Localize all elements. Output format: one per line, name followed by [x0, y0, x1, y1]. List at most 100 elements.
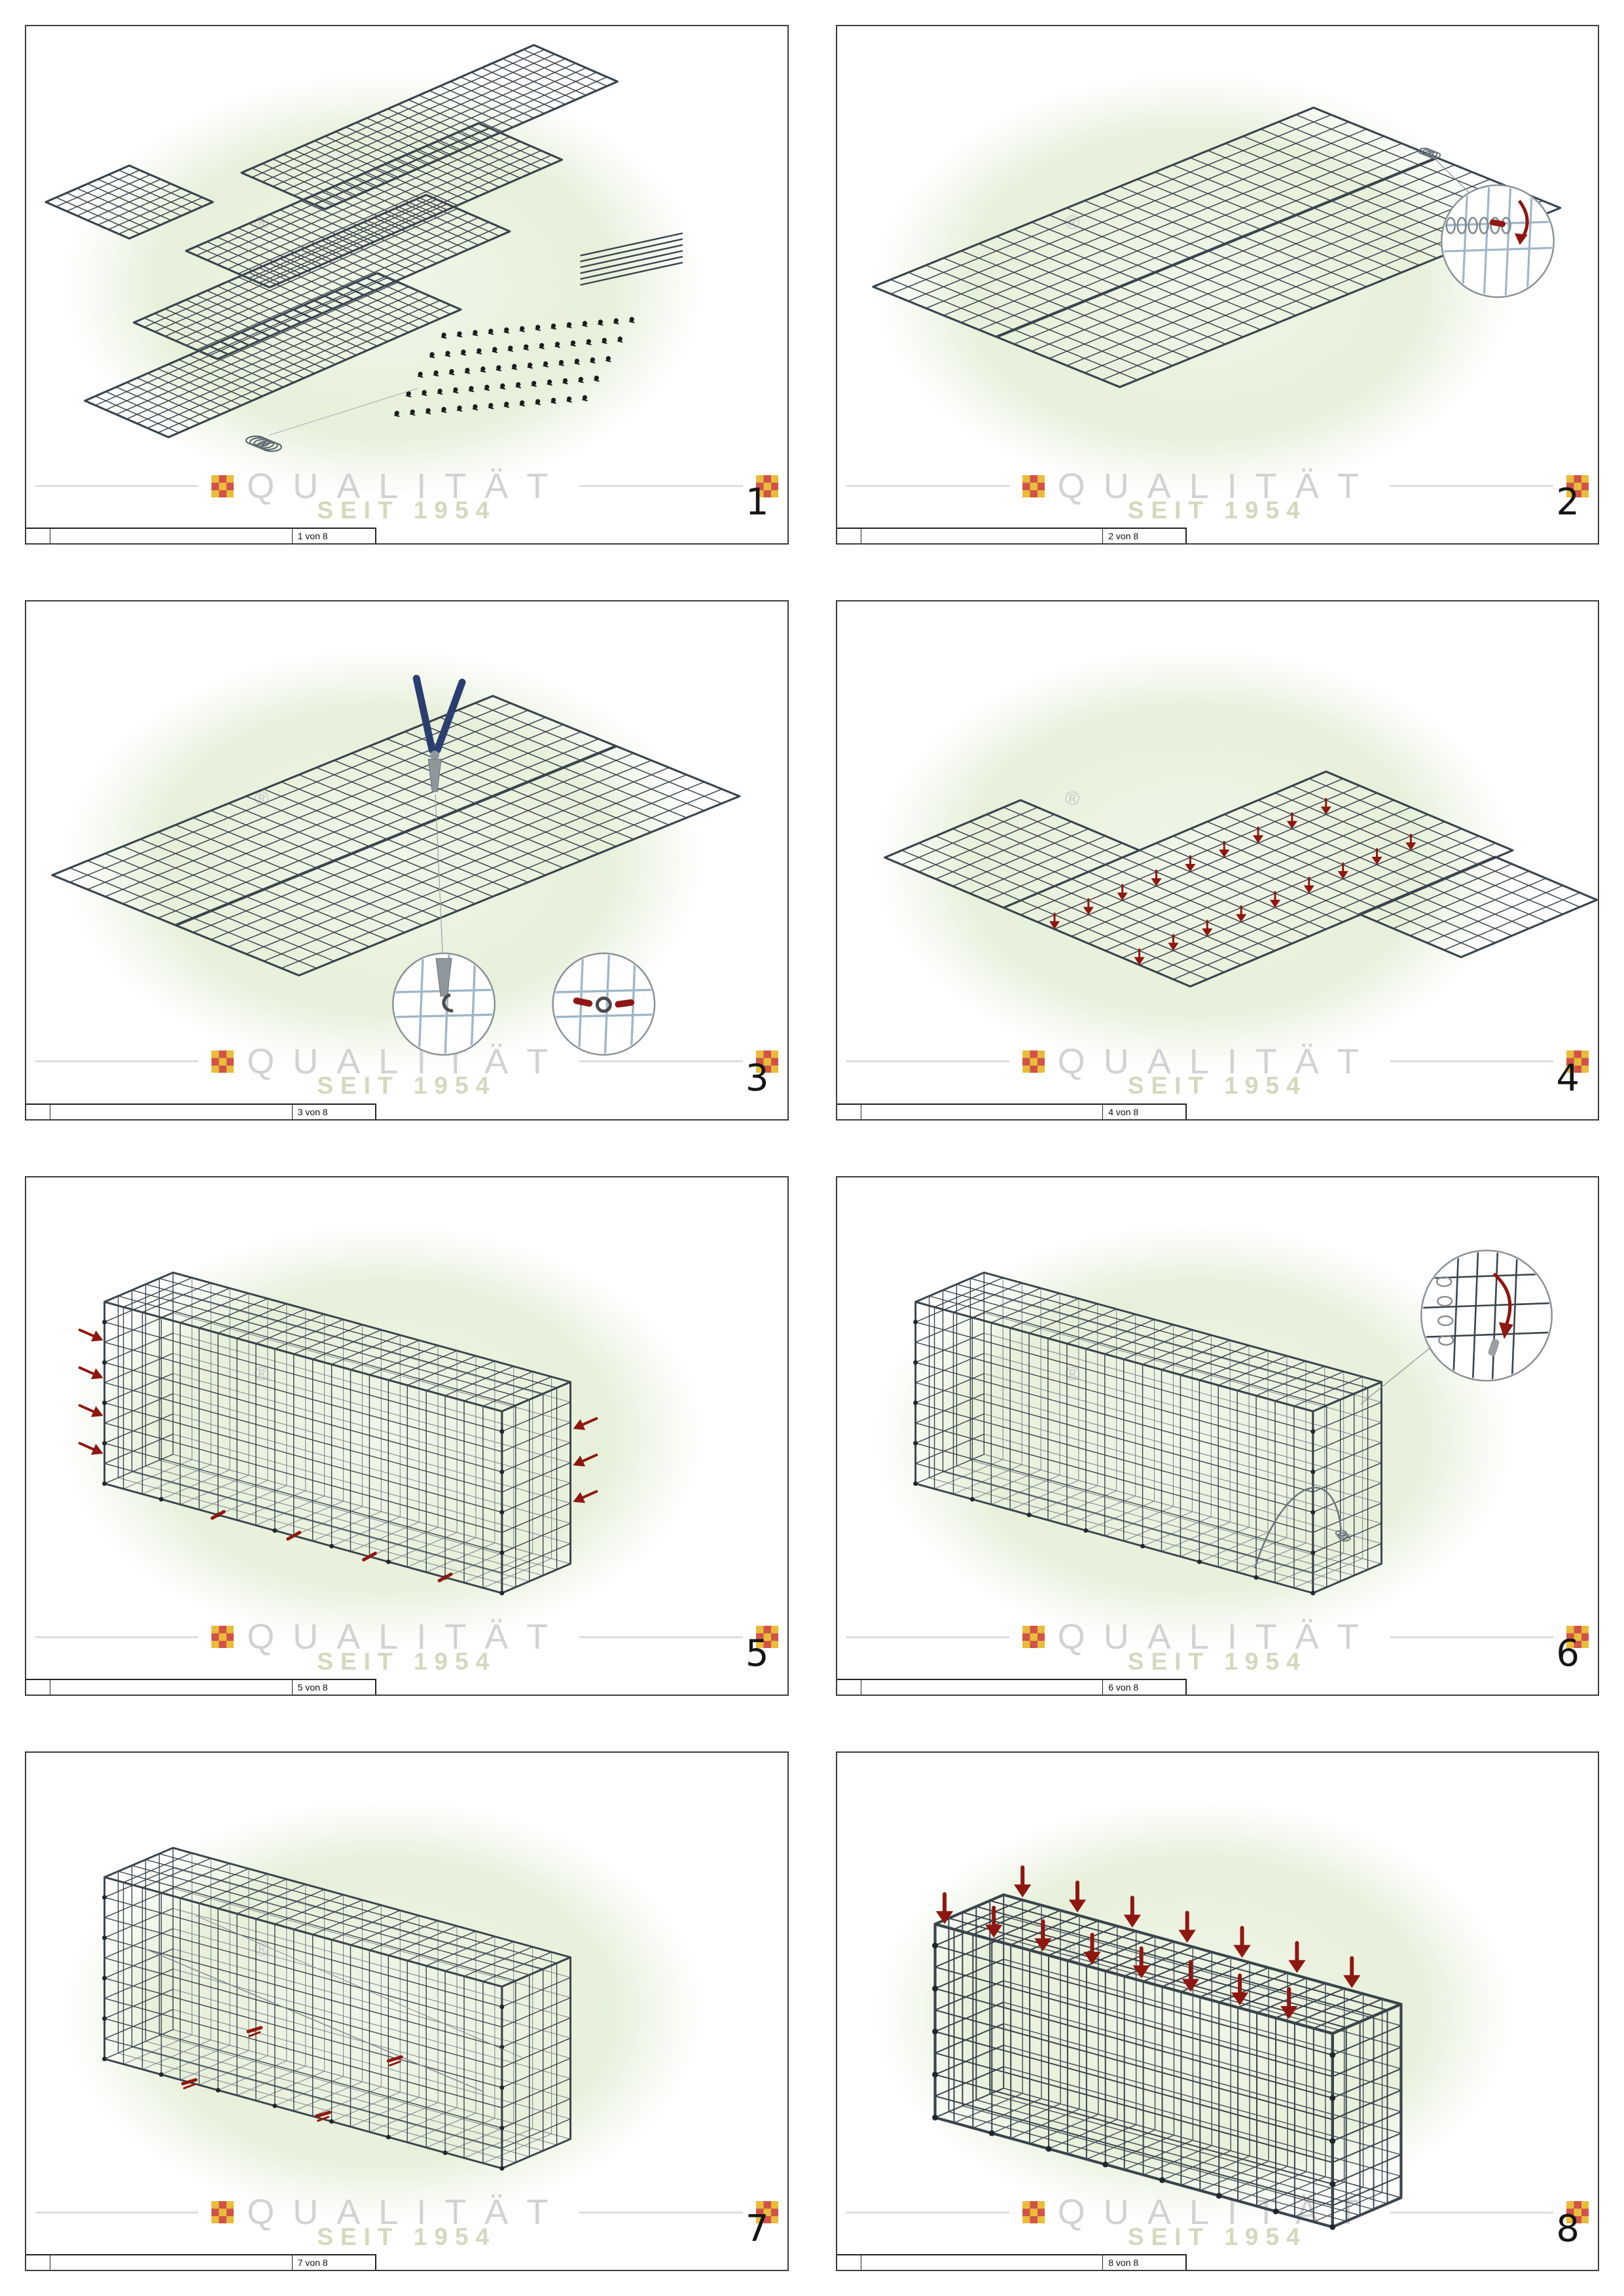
step-panel-3: ® QUALITÄT SEIT 1954 3 3 von 8 [25, 600, 789, 1121]
title-block: 5 von 8 [26, 1678, 376, 1695]
title-block: 3 von 8 [26, 1103, 376, 1119]
watermark-rule [579, 1636, 743, 1638]
watermark-seit-text: SEIT 1954 [1127, 1072, 1307, 1100]
watermark-rule [579, 1060, 743, 1063]
step-1-drawing [45, 44, 683, 452]
watermark-ellipse [64, 1223, 704, 1648]
step-number: 1 [745, 481, 769, 524]
title-block: 1 von 8 [26, 528, 376, 544]
watermark-rule [35, 1060, 199, 1063]
brand-checker-icon [1022, 2201, 1045, 2224]
registered-trademark-icon: ® [254, 1363, 269, 1385]
brand-checker-icon [1566, 475, 1589, 497]
step-panel-1: ® QUALITÄT SEIT 1954 1 1 von 8 [25, 25, 789, 545]
title-block: 8 von 8 [837, 2254, 1187, 2270]
title-block: 2 von 8 [837, 528, 1187, 544]
title-block-cell [26, 1679, 50, 1695]
title-block: 6 von 8 [837, 1678, 1187, 1695]
sheet-count-label: 2 von 8 [1108, 531, 1139, 542]
brand-checker-icon [755, 1050, 778, 1073]
registered-trademark-icon: ® [1065, 1363, 1080, 1385]
brand-checker-icon [755, 2201, 778, 2224]
watermark-seit-text: SEIT 1954 [1127, 1647, 1307, 1675]
step-6-drawing [912, 1249, 1553, 1595]
title-block: 4 von 8 [837, 1103, 1187, 1119]
watermark-qualitaet-text: QUALITÄT [1057, 1617, 1377, 1657]
brand-checker-icon [211, 475, 234, 497]
brand-checker-icon [755, 1626, 778, 1649]
step-number: 2 [1556, 481, 1579, 524]
watermark-qualitaet-text: QUALITÄT [247, 1617, 567, 1657]
brand-checker-icon [1566, 1626, 1589, 1649]
title-block-cell [26, 2255, 50, 2270]
watermark-quality-row: QUALITÄT [837, 1044, 1598, 1079]
step-number: 4 [1556, 1056, 1579, 1100]
watermark: ® QUALITÄT SEIT 1954 [837, 1177, 1598, 1695]
watermark-rule [1390, 2211, 1554, 2214]
brand-checker-icon [1566, 1050, 1589, 1073]
watermark: ® QUALITÄT SEIT 1954 [837, 26, 1598, 543]
brand-checker-icon [1566, 2201, 1589, 2224]
watermark-seit-text: SEIT 1954 [317, 497, 497, 524]
registered-trademark-icon: ® [254, 1939, 269, 1961]
sheet-count-label: 3 von 8 [297, 1106, 328, 1117]
sheet-count-label: 7 von 8 [297, 2257, 328, 2268]
brand-checker-icon [211, 2201, 234, 2224]
watermark-qualitaet-text: QUALITÄT [247, 466, 567, 506]
sheet-count-label: 6 von 8 [1108, 1681, 1139, 1693]
title-block-cell [837, 529, 861, 544]
step-panel-5: ® QUALITÄT SEIT 1954 5 5 von 8 [25, 1175, 789, 1696]
watermark-quality-row: QUALITÄT [26, 469, 787, 504]
watermark-qualitaet-text: QUALITÄT [1057, 1041, 1377, 1081]
watermark-seit-text: SEIT 1954 [1127, 2223, 1307, 2250]
brand-checker-icon [755, 475, 778, 497]
registered-trademark-icon: ® [1065, 787, 1080, 810]
watermark-rule [35, 485, 199, 488]
brand-checker-icon [1022, 1050, 1045, 1073]
step-panel-7: ® QUALITÄT SEIT 1954 7 7 von 8 [25, 1751, 789, 2271]
watermark-rule [846, 485, 1009, 488]
watermark-quality-row: QUALITÄT [26, 1619, 787, 1655]
step-panel-6: ® QUALITÄT SEIT 1954 6 6 von 8 [835, 1175, 1599, 1696]
watermark-rule [35, 2211, 199, 2214]
registered-trademark-icon: ® [1065, 212, 1080, 234]
title-block-cell [26, 1104, 50, 1119]
sheet-count-label: 4 von 8 [1108, 1106, 1139, 1117]
title-block-cell [861, 2255, 1104, 2270]
watermark-rule [35, 1636, 199, 1638]
brand-checker-icon [211, 1626, 234, 1649]
step-number: 3 [745, 1056, 769, 1100]
watermark-rule [1390, 1636, 1554, 1638]
step-4-drawing [883, 770, 1598, 988]
watermark-rule [846, 2211, 1009, 2214]
watermark-seit-text: SEIT 1954 [317, 1647, 497, 1675]
title-block-cell [50, 2255, 293, 2270]
title-block-cell [861, 529, 1104, 544]
watermark-rule [846, 1060, 1009, 1063]
watermark-qualitaet-text: QUALITÄT [1057, 466, 1377, 506]
step-number: 8 [1556, 2208, 1579, 2250]
watermark-qualitaet-text: QUALITÄT [247, 2193, 567, 2233]
step-5-drawing [78, 1271, 598, 1595]
step-8-drawing [931, 1865, 1403, 2230]
step-number: 7 [745, 2208, 769, 2250]
watermark: ® QUALITÄT SEIT 1954 [26, 1177, 787, 1695]
sheet-count-label: 5 von 8 [297, 1681, 328, 1693]
watermark-seit-text: SEIT 1954 [317, 2223, 497, 2250]
title-block: 7 von 8 [26, 2254, 376, 2270]
watermark-ellipse [64, 1799, 704, 2223]
watermark-qualitaet-text: QUALITÄT [247, 1041, 567, 1081]
watermark-rule [846, 1636, 1009, 1638]
brand-checker-icon [1022, 1626, 1045, 1649]
sheet-count-label: 8 von 8 [1108, 2257, 1139, 2268]
watermark-seit-text: SEIT 1954 [317, 1072, 497, 1100]
watermark-ellipse [875, 1223, 1515, 1648]
watermark-rule [1390, 1060, 1554, 1063]
title-block-cell [50, 1679, 293, 1695]
step-panel-4: ® QUALITÄT SEIT 1954 4 4 von 8 [835, 600, 1599, 1121]
watermark-rule [579, 2211, 743, 2214]
step-panel-8: ® QUALITÄT SEIT 1954 8 8 von 8 [835, 1751, 1599, 2271]
watermark-seit-text: SEIT 1954 [1127, 497, 1307, 524]
step-7-drawing [102, 1846, 571, 2171]
title-block-cell [837, 2255, 861, 2270]
